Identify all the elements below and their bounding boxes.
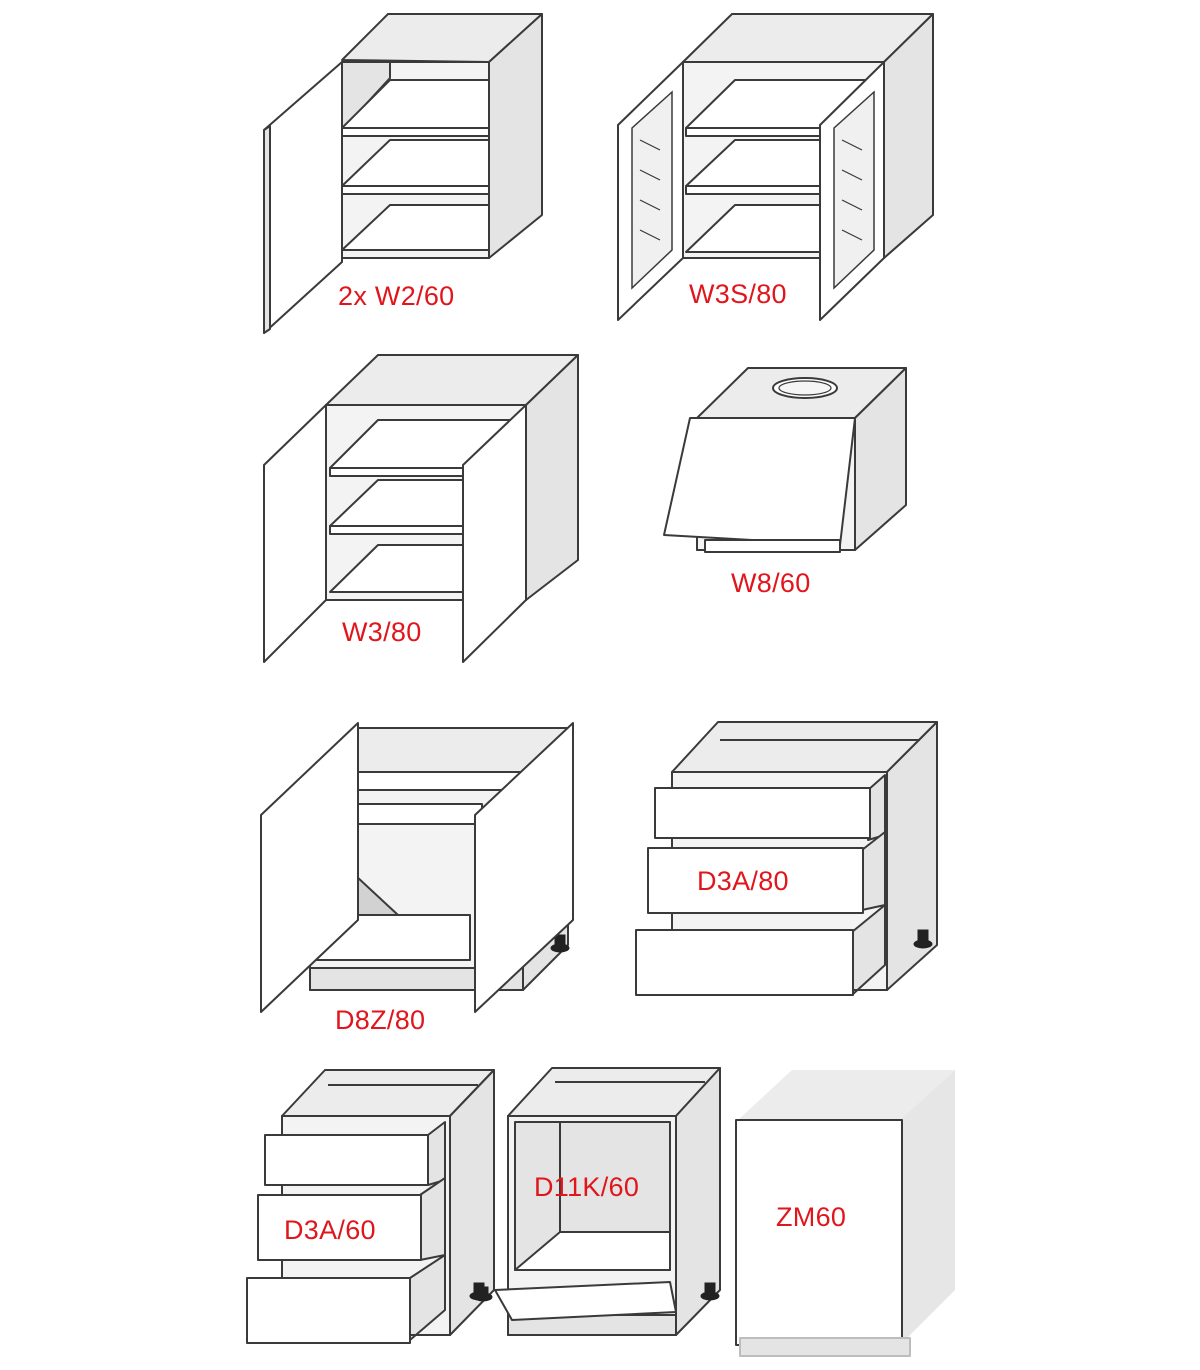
- cabinet-label-d8z-80: D8Z/80: [335, 1005, 426, 1035]
- cabinet-label-d3a-60: D3A/60: [284, 1215, 376, 1245]
- cabinet-label-zm60: ZM60: [776, 1202, 847, 1232]
- cabinet-w8-60-drawing: [663, 367, 907, 553]
- cabinet-zm60-drawing: [735, 1070, 955, 1357]
- cabinet-w2-60-drawing: [263, 13, 543, 334]
- cabinet-label-w3s-80: W3S/80: [689, 279, 787, 309]
- cabinet-label-w2-60: 2x W2/60: [338, 281, 455, 311]
- cabinet-d3a-80-drawing: [635, 721, 938, 996]
- cabinet-d11k-60-drawing: [473, 1067, 721, 1336]
- cabinet-label-d3a-80: D3A/80: [697, 866, 789, 896]
- cabinet-d3a-60-drawing: [246, 1069, 495, 1344]
- cabinet-d8z-80-drawing: [260, 722, 574, 1013]
- cabinet-w3s-80-drawing: [617, 13, 934, 321]
- cabinet-w3-80-drawing: [263, 354, 579, 663]
- cabinet-label-w8-60: W8/60: [731, 568, 811, 598]
- cabinet-label-w3-80: W3/80: [342, 617, 422, 647]
- cabinet-label-d11k-60: D11K/60: [534, 1172, 640, 1202]
